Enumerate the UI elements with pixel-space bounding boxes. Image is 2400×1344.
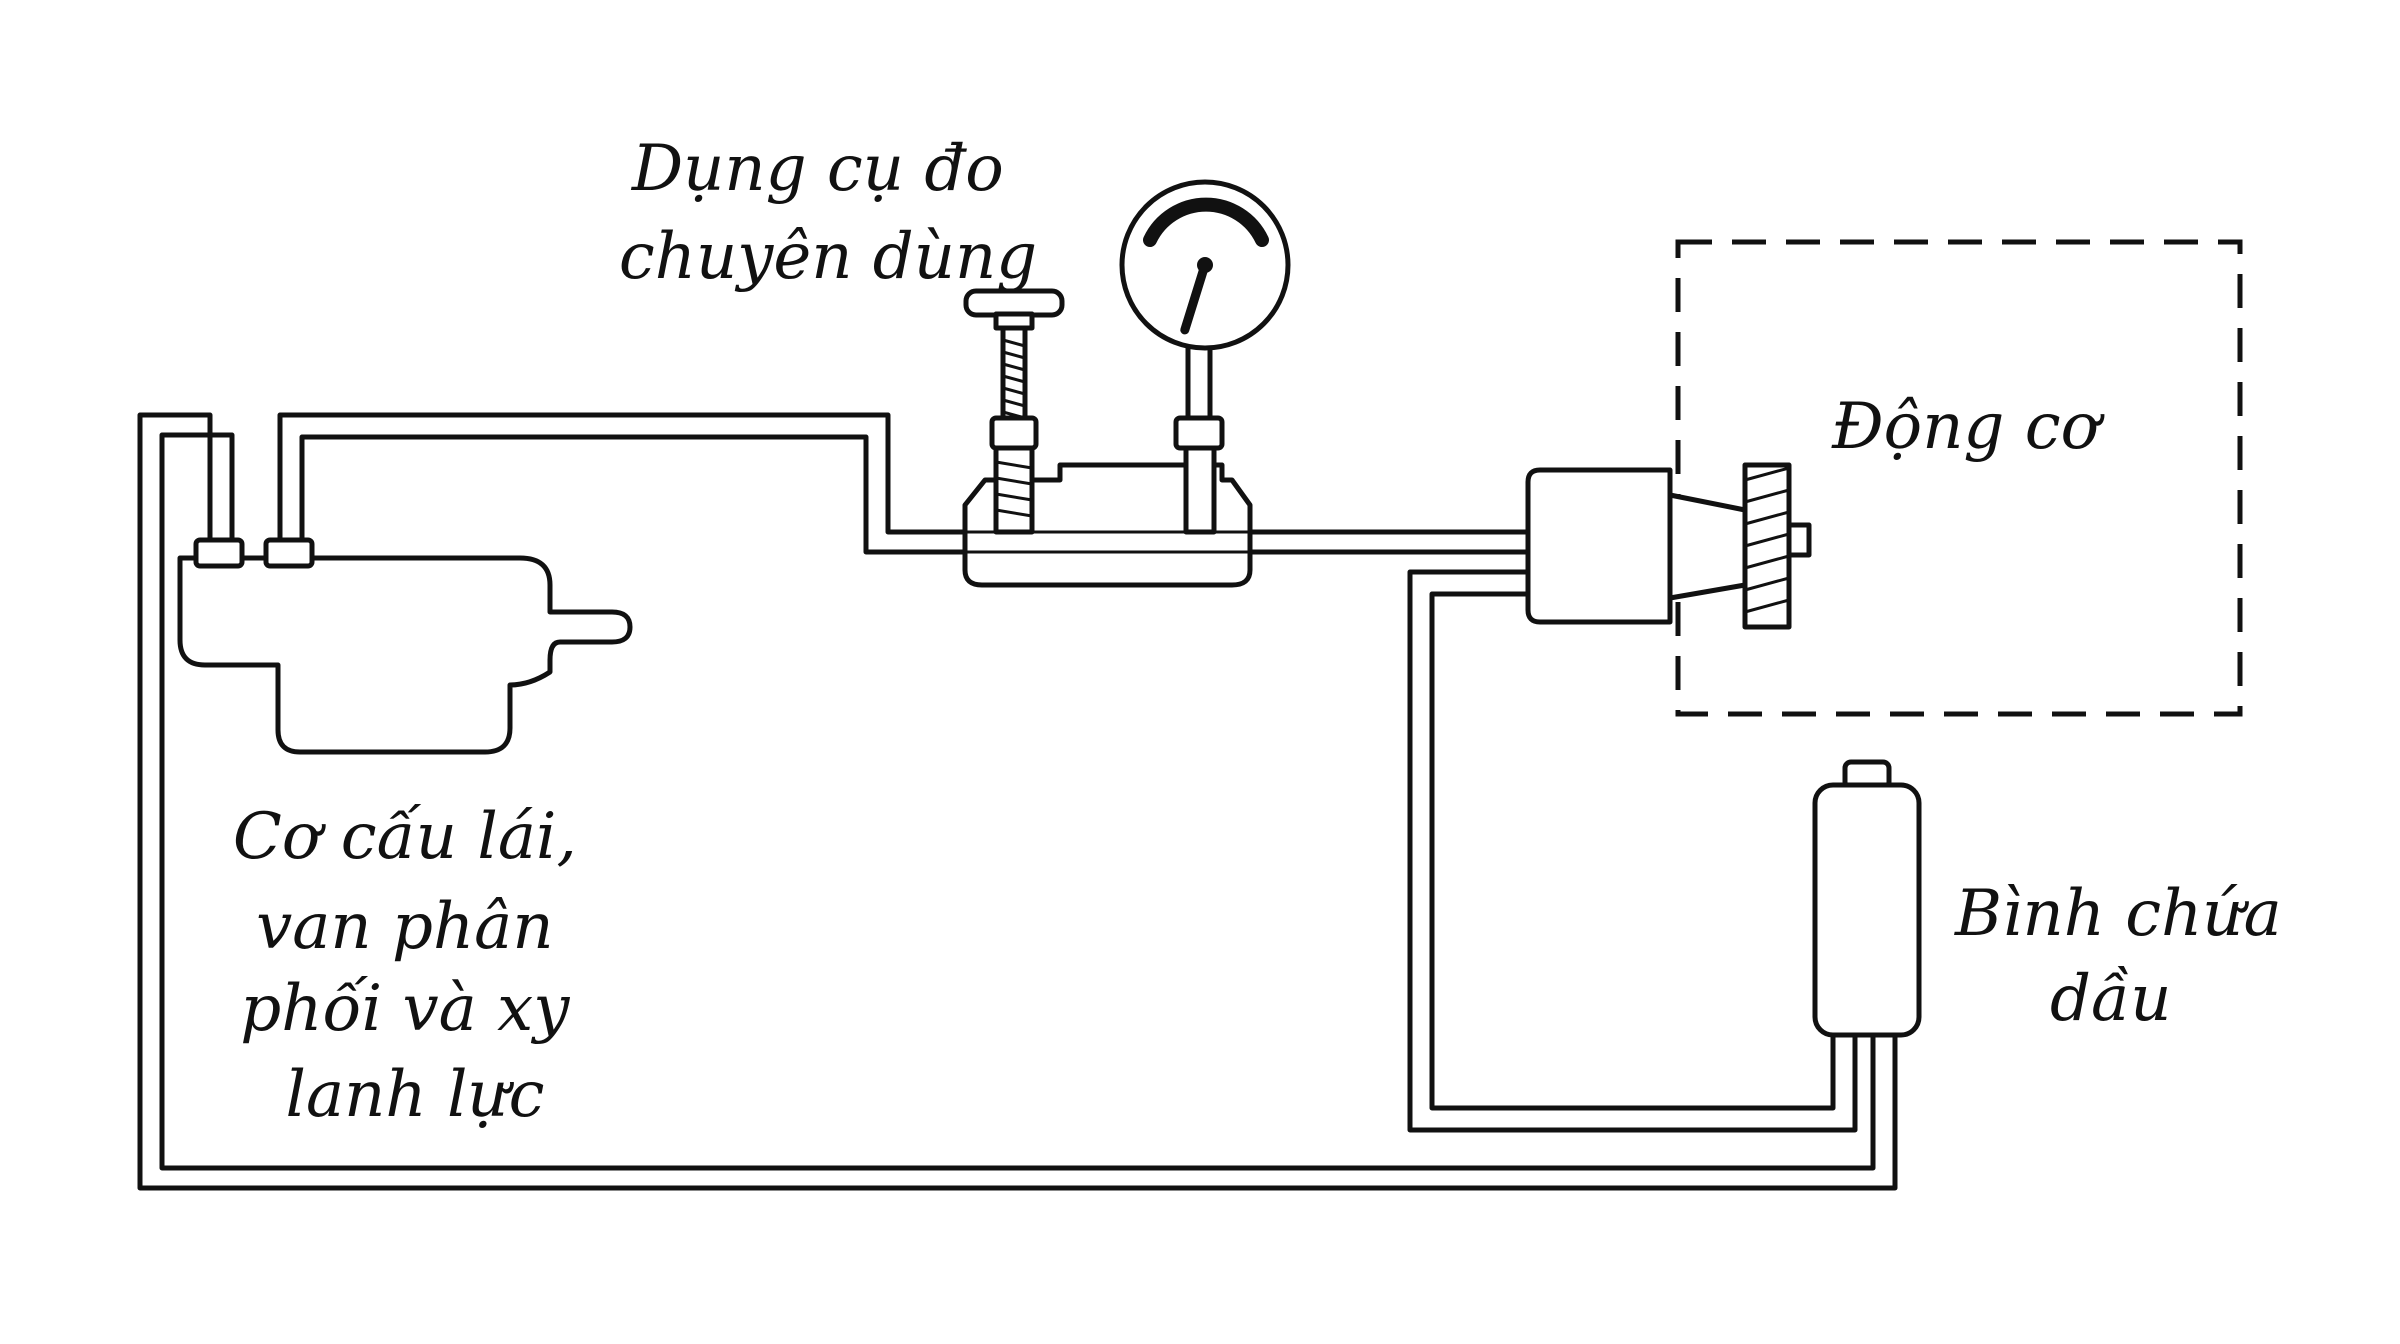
label-steering-gear: Cơ cấu lái, van phân phối và xy lanh lực: [233, 800, 597, 1132]
pump-shaft: [1667, 492, 1748, 601]
label-oil-reservoir: Bình chứa dầu: [1954, 877, 2302, 1036]
pressure-gauge: [1119, 179, 1291, 535]
label-line: van phân: [256, 890, 553, 964]
gauge-fitting: [1173, 415, 1225, 451]
label-line: lanh lực: [286, 1058, 545, 1132]
gear-port-pressure: [263, 537, 315, 569]
label-line: Dụng cụ đo: [631, 132, 1004, 206]
label-line: Động cơ: [1831, 390, 2105, 464]
shutoff-valve: [963, 288, 1065, 535]
valve-handwheel: [963, 288, 1065, 318]
gear-port-return: [193, 537, 245, 569]
label-line: Cơ cấu lái,: [233, 800, 577, 874]
power-steering-pump: [1525, 462, 1812, 630]
pressure-tester: [962, 179, 1291, 588]
pulley-hub: [1786, 522, 1812, 558]
suction-line: [1407, 569, 1858, 1133]
steering-gear-assembly: [177, 537, 633, 755]
oil-reservoir: [1812, 759, 1922, 1038]
reservoir-body: [1812, 782, 1922, 1038]
valve-nut: [989, 415, 1039, 451]
label-line: Bình chứa: [1954, 877, 2282, 951]
pressure-line-to-pump: [1247, 529, 1543, 555]
pressure-line-to-gear: [277, 412, 968, 555]
label-line: dầu: [2050, 962, 2171, 1036]
return-line: [137, 412, 1898, 1191]
pump-body: [1525, 467, 1673, 625]
gauge-scale: [1143, 197, 1269, 247]
label-measuring-tool: Dụng cụ đo chuyên dùng: [619, 132, 1037, 294]
label-engine: Động cơ: [1831, 390, 2105, 464]
label-line: phối và xy: [240, 972, 570, 1046]
engine-boundary: [1675, 239, 2243, 717]
gauge-needle: [1180, 260, 1210, 335]
label-line: chuyên dùng: [619, 220, 1037, 294]
